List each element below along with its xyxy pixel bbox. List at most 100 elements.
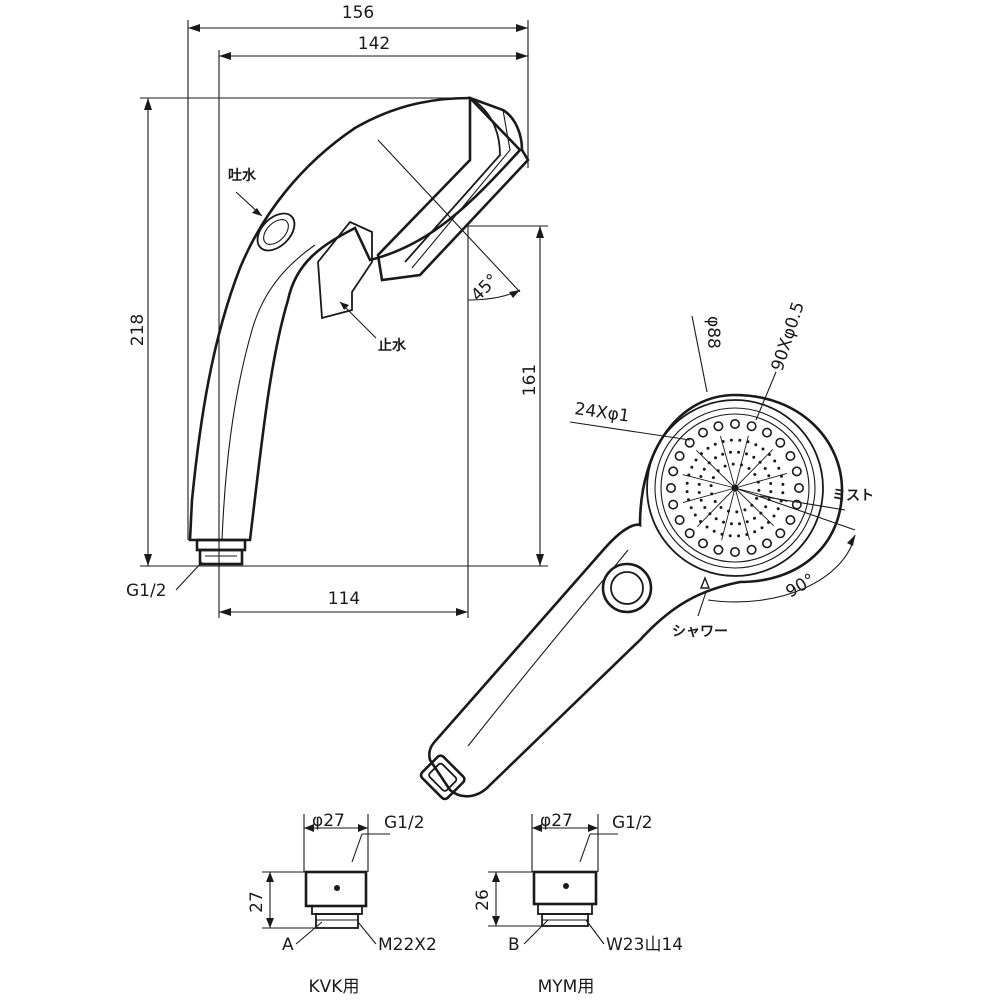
- mode-switch-ring: [601, 562, 653, 614]
- spray-hole-small: [753, 473, 757, 476]
- dimension-handle-height: 161: [468, 225, 548, 566]
- spray-ray: [682, 487, 736, 504]
- spray-hole-large: [674, 450, 685, 461]
- spray-hole-small: [781, 491, 785, 495]
- spray-ray: [719, 435, 736, 489]
- spray-hole-small: [729, 450, 732, 454]
- spray-hole-large: [674, 514, 685, 525]
- spray-ray: [696, 487, 736, 527]
- spray-ray: [721, 487, 736, 541]
- spray-hole-small: [697, 482, 701, 486]
- small-holes-label: 90Xφ0.5: [768, 299, 809, 373]
- spray-holes: [665, 418, 804, 557]
- adapter-b-thread-bottom: W23山14: [606, 935, 683, 955]
- spray-hole-small: [690, 465, 694, 469]
- spray-hole-large: [697, 538, 708, 549]
- spray-hole-small: [685, 490, 689, 494]
- spray-hole-small: [685, 481, 689, 485]
- spray-hole-small: [735, 510, 739, 514]
- spray-hole-large: [668, 466, 679, 477]
- shower-handle-body: [188, 96, 522, 542]
- spray-hole-small: [703, 506, 707, 509]
- rotation-angle-label: 90°: [783, 570, 819, 602]
- spray-hole-small: [745, 520, 749, 524]
- face-diameter-label: φ88: [703, 316, 723, 349]
- adapter-b-thread-top: G1/2: [612, 813, 653, 833]
- spray-hole-large: [761, 538, 772, 549]
- spray-hole-small: [753, 516, 756, 520]
- spray-hole-small: [737, 450, 741, 454]
- spray-hole-large: [729, 418, 740, 429]
- dimension-handle-height-value: 161: [520, 364, 540, 396]
- spray-hole-large: [746, 421, 757, 432]
- spray-ray: [682, 474, 736, 489]
- spray-hole-small: [729, 438, 733, 442]
- spray-hole-large: [713, 421, 724, 432]
- spray-hole-small: [747, 467, 751, 470]
- mist-label: ミスト: [832, 488, 874, 504]
- spray-hole-large: [668, 499, 679, 510]
- adapter-b-caption: MYM用: [538, 977, 595, 997]
- adapter-b-height: 26: [473, 889, 493, 911]
- spray-hole-large: [684, 528, 695, 539]
- spray-hole-small: [728, 534, 732, 538]
- spray-hole-small: [714, 517, 718, 521]
- spray-ray: [734, 435, 749, 489]
- spray-hole-large: [761, 427, 772, 438]
- spray-hole-large: [775, 528, 786, 539]
- spray-hole-large: [713, 544, 724, 555]
- spray-hole-small: [757, 488, 761, 492]
- spout-water-button: [256, 212, 296, 252]
- spray-hole-small: [763, 467, 767, 470]
- dimension-head-width: 142: [218, 34, 529, 618]
- spray-hole-small: [773, 459, 777, 463]
- spray-hole-large: [697, 427, 708, 438]
- front-view: φ88 90Xφ0.5 24Xφ1 ミスト 90° シャワー: [419, 299, 874, 801]
- spray-hole-small: [697, 491, 701, 494]
- spray-ray: [734, 487, 751, 541]
- stop-water-button: [317, 220, 373, 320]
- spout-water-label: 吐水: [228, 167, 257, 184]
- spray-hole-small: [713, 500, 717, 503]
- dimension-overall-width: 156: [187, 3, 529, 540]
- spray-hole-large: [729, 546, 740, 557]
- spray-hole-small: [721, 452, 725, 456]
- front-connector: [419, 754, 466, 801]
- spray-hole-large: [684, 437, 695, 448]
- spray-hole-small: [713, 442, 717, 446]
- spray-hole-small: [777, 466, 781, 470]
- adapter-a-height: 27: [247, 891, 267, 913]
- dimension-base-width: 114: [219, 226, 469, 618]
- shower-label: シャワー: [672, 624, 728, 640]
- dimension-overall-width-value: 156: [342, 3, 374, 23]
- spray-hole-small: [712, 529, 716, 533]
- spray-hole-small: [738, 522, 741, 526]
- spray-hole-small: [706, 446, 710, 450]
- spray-hole-small: [729, 522, 733, 526]
- spray-ray: [734, 487, 774, 527]
- spray-hole-small: [737, 534, 741, 538]
- spray-hole-large: [793, 482, 804, 493]
- spray-hole-large: [791, 466, 802, 477]
- spray-ray: [696, 449, 736, 489]
- spray-hole-small: [738, 438, 742, 442]
- spray-hole-small: [694, 458, 698, 462]
- spray-hole-small: [755, 496, 759, 500]
- spray-hole-large: [785, 514, 796, 525]
- shower-head-face: [376, 96, 530, 282]
- adapter-a-diameter: φ27: [312, 811, 345, 831]
- spray-hole-small: [693, 513, 697, 517]
- spray-hole-small: [716, 469, 720, 473]
- adapter-b: φ27 G1/2 26 B W23山14 MYM用: [473, 811, 683, 997]
- side-view: 156 142 218 161: [126, 3, 548, 618]
- spray-hole-small: [754, 443, 758, 447]
- spray-hole-small: [781, 482, 785, 486]
- spray-hole-small: [714, 456, 717, 460]
- side-connector: [195, 538, 247, 566]
- stop-water-label: 止水: [378, 337, 407, 354]
- adapter-a-thread-top: G1/2: [384, 813, 425, 833]
- adapter-a-caption: KVK用: [309, 977, 360, 997]
- spray-hole-small: [722, 520, 725, 524]
- spray-hole-small: [719, 506, 723, 509]
